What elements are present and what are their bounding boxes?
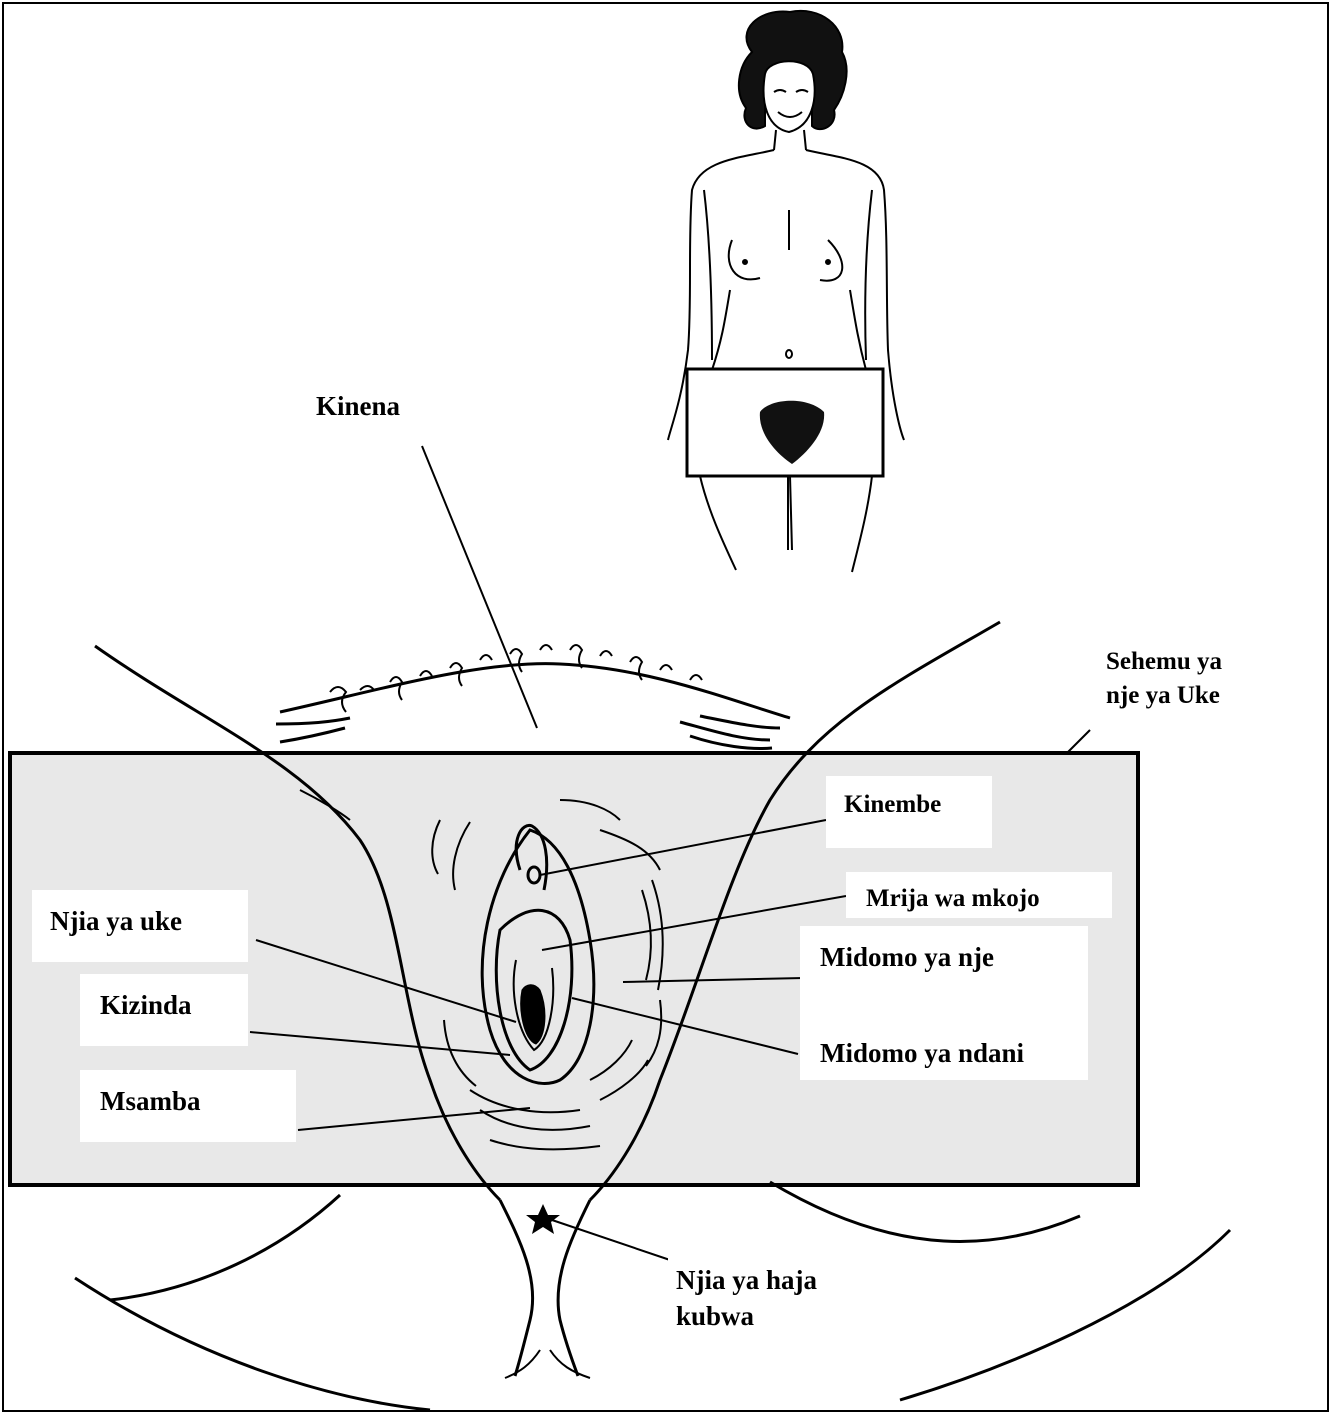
label-midomo-ya-ndani: Midomo ya ndani [800,1008,1088,1080]
pubic-hair-small [760,401,824,464]
label-mrija-wa-mkojo: Mrija wa mkojo [846,872,1112,918]
label-kizinda: Kizinda [80,974,248,1046]
label-kinembe: Kinembe [826,776,992,848]
label-msamba: Msamba [80,1070,296,1142]
face [764,61,815,132]
label-kinena: Kinena [296,383,538,445]
label-njia-ya-haja-kubwa: Njia ya haja kubwa [668,1248,844,1344]
body-figure [668,11,904,572]
star-icon [526,1204,560,1234]
label-midomo-ya-nje: Midomo ya nje [800,926,1088,1008]
label-sehemu-nje-ya-uke: Sehemu ya nje ya Uke [1096,643,1252,729]
label-njia-ya-uke: Njia ya uke [32,890,248,962]
